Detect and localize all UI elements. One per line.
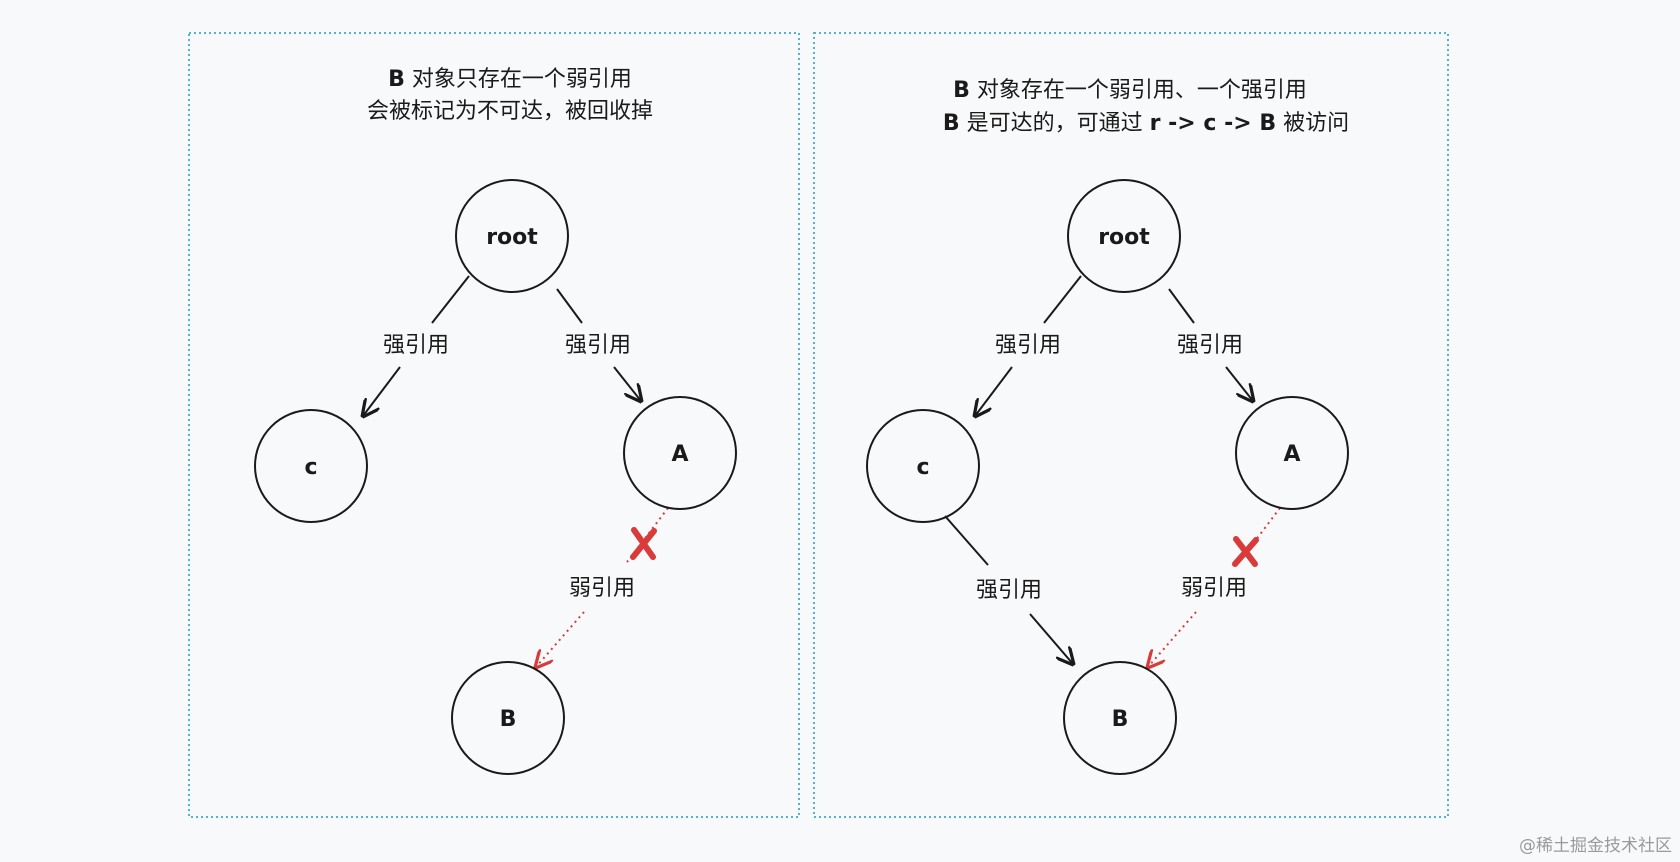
- right-edge-c-b-lower: [1029, 613, 1073, 664]
- left-label-a-b: 弱引用: [569, 576, 635, 601]
- left-node-a-label: A: [671, 442, 688, 467]
- left-node-c-label: c: [304, 455, 317, 480]
- right-edge-c-b-upper: [944, 515, 989, 566]
- right-panel-border: [813, 32, 1449, 818]
- watermark: @稀土掘金技术社区: [1519, 836, 1672, 856]
- right-edge-root-a-lower: [1225, 366, 1253, 401]
- right-panel: B 对象存在一个弱引用、一个强引用 B 是可达的，可通过 r -> c -> B…: [813, 32, 1449, 818]
- right-caption-line2: B 是可达的，可通过 r -> c -> B 被访问: [943, 111, 1349, 136]
- right-caption-text: 对象存在一个弱引用、一个强引用: [970, 78, 1307, 103]
- left-node-root: root: [455, 179, 569, 293]
- right-node-a: A: [1235, 396, 1349, 510]
- right-node-c-label: c: [916, 455, 929, 480]
- left-caption-line2: 会被标记为不可达，被回收掉: [367, 99, 653, 124]
- right-label-root-c: 强引用: [995, 333, 1061, 358]
- right-node-b-label: B: [1112, 707, 1129, 732]
- right-caption-line1: B 对象存在一个弱引用、一个强引用: [953, 78, 1307, 103]
- right-caption2-prefix: B: [943, 111, 960, 136]
- right-caption2-middle: 是可达的，可通过: [960, 111, 1150, 136]
- right-caption2-suffix: 被访问: [1276, 111, 1349, 136]
- left-edge-root-a-upper: [556, 288, 583, 324]
- right-label-c-b: 强引用: [976, 578, 1042, 603]
- left-caption-text: 对象只存在一个弱引用: [405, 67, 632, 92]
- left-edge-root-c-upper: [431, 275, 470, 324]
- right-node-root: root: [1067, 179, 1181, 293]
- left-node-c: c: [254, 409, 368, 523]
- right-node-root-label: root: [1098, 225, 1150, 250]
- right-label-root-a: 强引用: [1177, 333, 1243, 358]
- right-edge-a-b-lower: [1148, 611, 1197, 667]
- right-caption2-path: r -> c -> B: [1150, 111, 1276, 136]
- right-label-a-b: 弱引用: [1181, 576, 1247, 601]
- right-node-b: B: [1063, 661, 1177, 775]
- left-node-a: A: [623, 396, 737, 510]
- right-edge-root-a-upper: [1168, 288, 1195, 324]
- left-caption-line1: B 对象只存在一个弱引用: [388, 67, 632, 92]
- left-panel: B 对象只存在一个弱引用 会被标记为不可达，被回收掉 强引用 强引用 弱引用: [188, 32, 800, 818]
- right-node-c: c: [866, 409, 980, 523]
- left-label-root-c: 强引用: [383, 333, 449, 358]
- right-edge-root-c-lower: [975, 366, 1013, 416]
- left-edge-a-b-lower: [536, 611, 585, 667]
- right-edge-root-c-upper: [1043, 275, 1082, 324]
- left-node-b: B: [451, 661, 565, 775]
- left-label-root-a: 强引用: [565, 333, 631, 358]
- left-node-b-label: B: [500, 707, 517, 732]
- right-caption-prefix: B: [953, 78, 970, 103]
- cross-icon: [630, 527, 657, 560]
- left-caption-prefix: B: [388, 67, 405, 92]
- cross-icon: [1232, 536, 1259, 567]
- left-node-root-label: root: [486, 225, 538, 250]
- left-edge-root-c-lower: [363, 366, 401, 416]
- left-edge-root-a-lower: [613, 366, 641, 401]
- left-panel-border: [188, 32, 800, 818]
- right-node-a-label: A: [1283, 442, 1300, 467]
